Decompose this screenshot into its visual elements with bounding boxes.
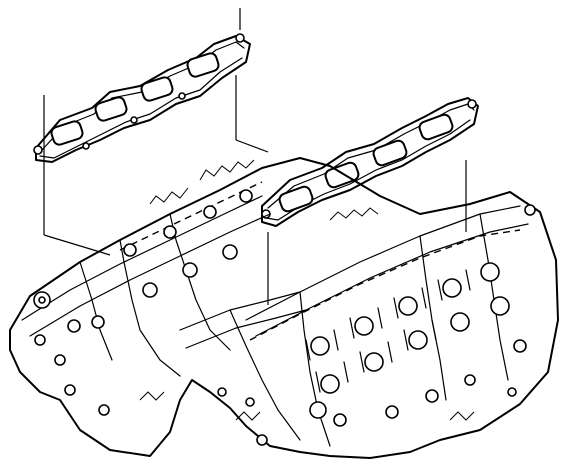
- intake-gasket-left-bank: [33, 33, 251, 163]
- gasket-port-1: [50, 120, 84, 146]
- gasket-bolt-hole: [130, 116, 138, 124]
- gasket-bolt-hole: [467, 99, 477, 109]
- gasket-port-3: [372, 139, 408, 167]
- gasket-port-2: [94, 96, 128, 122]
- gasket-bolt-hole: [82, 142, 90, 150]
- gasket-port-4: [186, 52, 220, 78]
- leader-lines: [43, 8, 467, 305]
- intake-gasket-right-bank: [261, 97, 479, 227]
- leader-upper-right-foot: [235, 139, 269, 153]
- head-bolts-right: [309, 204, 536, 427]
- cam-caps-right: [305, 269, 471, 393]
- gasket-port-4: [418, 113, 454, 141]
- gasket-port-1: [278, 185, 314, 213]
- gasket-port-3: [140, 76, 174, 102]
- gasket-bolt-hole: [235, 33, 245, 43]
- gasket-bolt-hole: [178, 92, 186, 100]
- engine-block: [9, 157, 559, 459]
- gasket-seat-right: [249, 229, 521, 341]
- casting-detail: [139, 159, 517, 446]
- gasket-bolt-hole: [33, 145, 43, 155]
- head-bolts-left: [33, 189, 253, 416]
